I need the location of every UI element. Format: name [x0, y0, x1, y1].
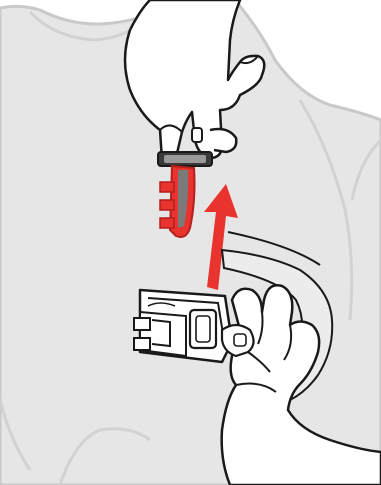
buckle-icon — [134, 290, 232, 362]
